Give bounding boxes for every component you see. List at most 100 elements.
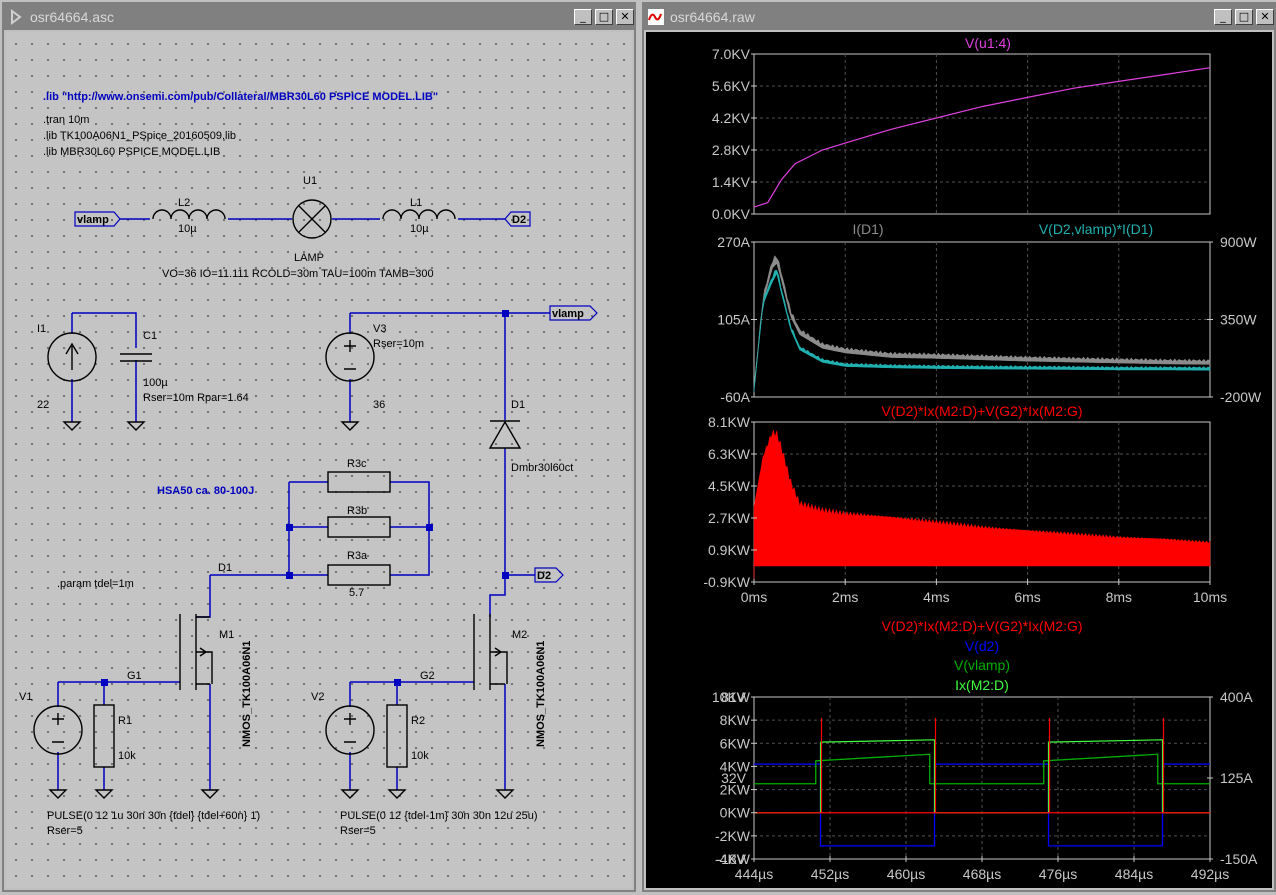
- waveform-plots[interactable]: 0.0KV1.4KV2.8KV4.2KV5.6KV7.0KV-60A105A27…: [646, 32, 1274, 890]
- pane3-y-tick-label: 8.1KW: [708, 414, 751, 430]
- r2-value: 10k: [411, 750, 429, 762]
- resistor-r1[interactable]: [93, 704, 115, 768]
- lib-url-directive[interactable]: .lib "http://www.onsemi.com/pub/Collater…: [43, 91, 438, 103]
- l1-label: L1: [410, 197, 422, 209]
- m1-label: M1: [219, 629, 234, 641]
- pane3-y-tick-label: 2.7KW: [708, 510, 751, 526]
- pane4-trace-label-power[interactable]: V(D2)*Ix(M2:D)+V(G2)*Ix(M2:G): [881, 618, 1082, 634]
- schematic-minimize-button[interactable]: _: [574, 9, 592, 25]
- pane4-y-tick-label-v: 32V: [721, 770, 747, 786]
- pane4-trace-label-vd2[interactable]: V(d2): [965, 638, 999, 654]
- pane3-frame: [753, 421, 1211, 583]
- pane2-y-tick-label-left: -60A: [720, 389, 750, 405]
- capacitor-c1[interactable]: [120, 353, 152, 362]
- pane4-x-tick-label: 460µs: [887, 866, 925, 882]
- junction: [286, 524, 293, 531]
- resistor-r3b[interactable]: [327, 516, 391, 538]
- lamp-u1[interactable]: [292, 199, 332, 239]
- voltage-source-v3[interactable]: [325, 332, 375, 382]
- pane4-x-tick-label: 468µs: [963, 866, 1001, 882]
- junction: [286, 572, 293, 579]
- pane2-trace-label-id1[interactable]: I(D1): [852, 221, 883, 237]
- trace-m2-power: [753, 429, 1211, 582]
- v1-rser: Rser=5: [47, 825, 83, 837]
- net-label-vlamp-left: vlamp: [77, 214, 109, 226]
- pane3-x-tick-label: 8ms: [1106, 589, 1132, 605]
- diode-d1[interactable]: [488, 420, 522, 449]
- g1-label: G1: [127, 670, 142, 682]
- pane4-y-tick-label-kw: 4KW: [720, 758, 751, 774]
- pane3-y-tick-label: 4.5KW: [708, 478, 751, 494]
- resistor-r3a[interactable]: [327, 564, 391, 586]
- net-flag-d2[interactable]: [534, 567, 564, 583]
- lib-mbr-directive[interactable]: .lib MBR30L60 PSPICE MODEL.LIB: [43, 146, 220, 158]
- pane4-y-tick-label-kw: 6KW: [720, 735, 751, 751]
- pane4-x-tick-label: 452µs: [811, 866, 849, 882]
- l1-value: 10µ: [410, 223, 429, 235]
- hsa50-comment[interactable]: HSA50 ca. 80-100J: [157, 485, 254, 497]
- pane4-y-tick-label-kw: -2KW: [715, 828, 751, 844]
- i1-label: I1: [37, 323, 46, 335]
- pane1-trace-label[interactable]: V(u1:4): [965, 35, 1011, 51]
- schematic-close-button[interactable]: ✕: [616, 9, 634, 25]
- schematic-drawing[interactable]: vlamp D2 vlamp D2: [6, 32, 634, 890]
- pane3-x-tick-label: 4ms: [923, 589, 949, 605]
- waveform-minimize-button[interactable]: _: [1214, 9, 1232, 25]
- schematic-maximize-button[interactable]: □: [595, 9, 613, 25]
- pane3-x-tick-label: 6ms: [1014, 589, 1040, 605]
- pane3-x-tick-label: 10ms: [1193, 589, 1227, 605]
- pane4-y-tick-label-a: -150A: [1220, 851, 1258, 867]
- pane4-trace-label-ixm2d[interactable]: Ix(M2:D): [955, 677, 1009, 693]
- r1-value: 10k: [118, 750, 136, 762]
- m2-label: M2: [512, 629, 527, 641]
- mosfet-m1[interactable]: [179, 614, 213, 690]
- voltage-source-v2[interactable]: [325, 705, 375, 755]
- d1-label: D1: [511, 399, 525, 411]
- voltage-source-v1[interactable]: [33, 705, 83, 755]
- waveform-titlebar[interactable]: osr64664.raw _ □ ✕: [644, 4, 1274, 30]
- mosfet-m2[interactable]: [473, 614, 508, 690]
- pane3-y-tick-label: 6.3KW: [708, 446, 751, 462]
- waveform-icon: [648, 9, 664, 25]
- schematic-window[interactable]: osr64664.asc _ □ ✕: [2, 2, 636, 892]
- schematic-titlebar[interactable]: osr64664.asc _ □ ✕: [4, 4, 634, 30]
- junction: [502, 572, 509, 579]
- inductor-l2[interactable]: [152, 209, 226, 220]
- pane4-y-tick-label-v: 81V: [721, 689, 747, 705]
- pane4-x-tick-label: 484µs: [1115, 866, 1153, 882]
- inductor-l1[interactable]: [382, 209, 456, 220]
- pane4-y-tick-label-a: 400A: [1220, 689, 1253, 705]
- pane4-y-tick-label-kw: 8KW: [720, 712, 751, 728]
- trace-v-vlamp: [754, 753, 1210, 785]
- waveform-maximize-button[interactable]: □: [1235, 9, 1253, 25]
- waveform-close-button[interactable]: ✕: [1256, 9, 1274, 25]
- pane2-y-tick-label-right: -200W: [1220, 389, 1262, 405]
- resistor-r3c[interactable]: [327, 471, 391, 493]
- net-flag-vlamp-left[interactable]: [74, 211, 121, 227]
- schematic-icon: [11, 9, 22, 25]
- pane4-trace-label-vlamp[interactable]: V(vlamp): [954, 657, 1010, 673]
- schematic-canvas[interactable]: vlamp D2 vlamp D2: [6, 32, 632, 888]
- pane2-y-tick-label-right: 350W: [1220, 312, 1257, 328]
- tran-directive[interactable]: .tran 10m: [43, 114, 89, 126]
- lamp-params: VO=36 IO=11.111 RCOLD=30m TAU=100m TAMB=…: [162, 268, 434, 280]
- pane2-y-tick-label-left: 270A: [717, 234, 750, 250]
- net-label-d2-right: D2: [512, 214, 526, 226]
- c1-label: C1: [143, 330, 157, 342]
- pane1-y-tick-label: 0.0KV: [712, 206, 751, 222]
- pane3-trace-label[interactable]: V(D2)*Ix(M2:D)+V(G2)*Ix(M2:G): [881, 403, 1082, 419]
- param-directive[interactable]: .param tdel=1m: [57, 578, 134, 590]
- current-source-i1[interactable]: [47, 332, 97, 382]
- pane3-x-tick-label: 2ms: [832, 589, 858, 605]
- pane3-y-tick-label: 0.9KW: [708, 542, 751, 558]
- lib-tk-directive[interactable]: .lib TK100A06N1_PSpice_20160509.lib: [43, 130, 236, 142]
- v3-rser: Rser=10m: [373, 338, 424, 350]
- pane2-trace-label-power[interactable]: V(D2,vlamp)*I(D1): [1039, 221, 1153, 237]
- resistor-r2[interactable]: [386, 704, 408, 768]
- net-flag-vlamp[interactable]: [549, 305, 598, 321]
- pane4-x-tick-label: 476µs: [1039, 866, 1077, 882]
- net-flag-d2-right[interactable]: [504, 211, 531, 227]
- r3a-value: 5.7: [349, 587, 364, 599]
